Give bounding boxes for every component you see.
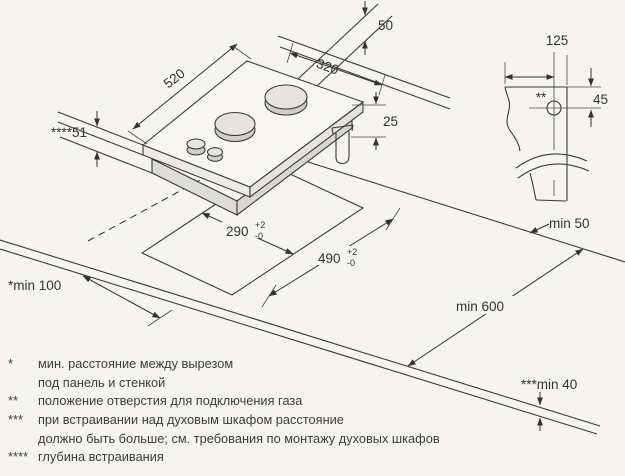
footnote-text: при встраивании над духовым шкафом расст… (38, 412, 344, 427)
footnote-text: должно быть больше; см. требования по мо… (38, 431, 440, 446)
worktop-cutout (87, 172, 365, 296)
dim-label-pipe-drop: 25 (383, 114, 398, 129)
dim-hole-offset: 125 ** (504, 33, 569, 105)
dim-side-gap: min 50 (529, 216, 590, 234)
dim-label-wall-gap: 50 (378, 18, 393, 33)
control-knob-left (186, 138, 206, 156)
footnote-marker: ** (8, 393, 18, 408)
burner-right (264, 84, 308, 116)
dim-cutout-depth: 290 +2 -0 (201, 212, 294, 255)
hob (141, 60, 365, 217)
gas-hole (546, 100, 562, 116)
dim-label-left-wall-gap: *min 100 (8, 278, 61, 293)
footnotes: * мин. расстояние между вырезом под пане… (8, 356, 440, 464)
worktop-back-line (307, 161, 625, 263)
footnote-marker: *** (8, 412, 23, 427)
dim-label-hob-depth: 320 (314, 56, 340, 78)
dim-shelf-gap: ***min 40 (521, 377, 577, 431)
hole-footnote-marker: ** (536, 90, 547, 105)
tolerance-plus: +2 (347, 247, 357, 257)
footnote-text: положение отверстия для подключения газа (38, 393, 303, 408)
burner-left (214, 111, 256, 143)
gas-pipe (331, 124, 354, 165)
dim-label-side-gap: min 50 (549, 216, 590, 231)
footnote-marker: * (8, 356, 13, 371)
dim-label-hole-offset: 125 (546, 33, 569, 48)
dim-below-clearance: min 600 (407, 248, 584, 367)
dim-label-shelf-gap: ***min 40 (521, 377, 577, 392)
footnote-text: глубина встраивания (38, 449, 164, 464)
dim-wall-gap: 50 (362, 1, 393, 55)
dim-pipe-drop: 25 (351, 92, 398, 150)
footnote-marker: **** (8, 449, 28, 464)
dim-embed-depth: ****51 (51, 111, 100, 167)
break-line (517, 163, 590, 179)
dim-label-cutout-depth: 290 (226, 224, 249, 239)
worktop-ledge-left (57, 111, 153, 174)
footnote-text: под панель и стенкой (38, 375, 165, 390)
dim-left-wall-gap: *min 100 (8, 275, 173, 327)
dim-label-cutout-width: 490 (318, 251, 341, 266)
dim-label-hole-drop: 45 (593, 92, 608, 107)
tolerance-minus: -0 (347, 258, 355, 268)
dim-cutout-width: 490 +2 -0 (261, 207, 401, 308)
wall-section-detail (504, 52, 601, 202)
tolerance-plus: +2 (255, 220, 265, 230)
tolerance-minus: -0 (255, 231, 263, 241)
dim-label-embed-depth: ****51 (51, 125, 87, 140)
footnote-text: мин. расстояние между вырезом (38, 356, 233, 371)
break-line (515, 153, 588, 169)
dim-hob-depth: 320 (286, 42, 386, 96)
control-knob-right (206, 147, 224, 162)
dim-label-below-clearance: min 600 (456, 299, 504, 314)
dim-hole-drop: 45 (567, 68, 608, 127)
